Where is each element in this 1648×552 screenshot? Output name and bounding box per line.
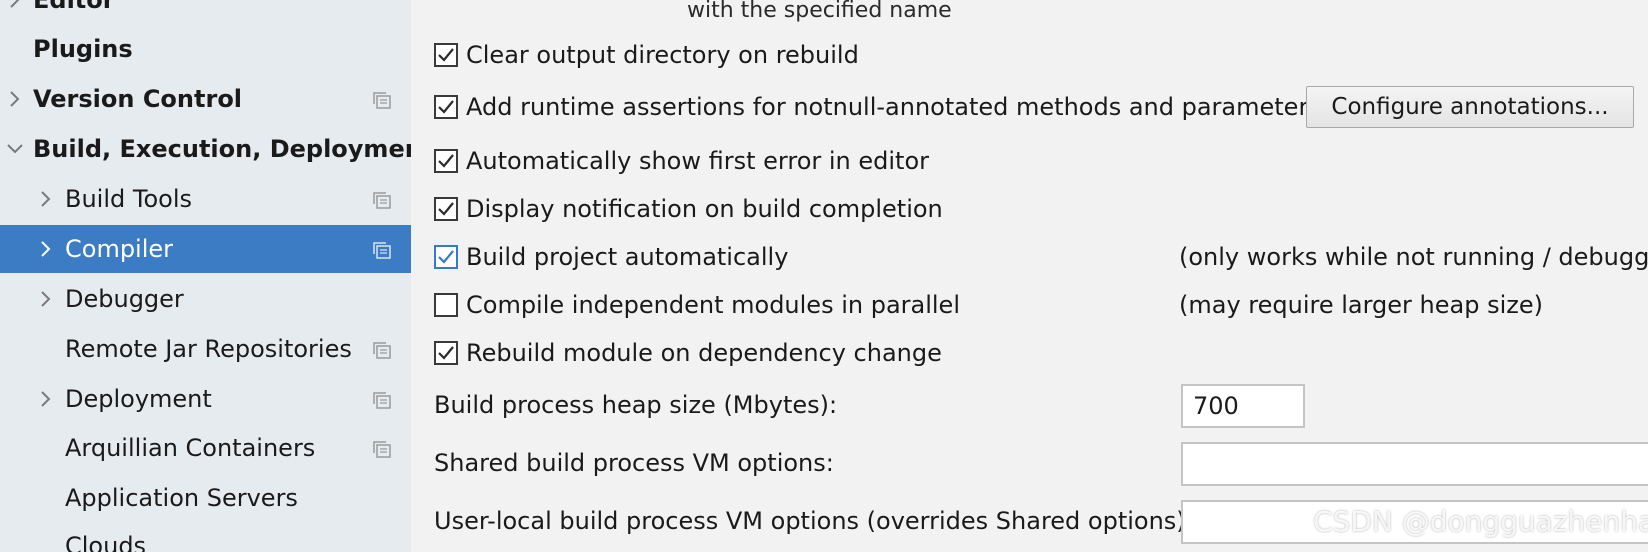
sidebar-item-plugins[interactable]: Plugins [0,25,411,73]
option-build-automatically[interactable]: Build project automatically [434,237,788,277]
sidebar-item-label: Compiler [65,235,174,263]
checkmark-icon [438,100,454,114]
chevron-down-icon[interactable] [6,138,24,160]
sidebar-item-label: Plugins [33,35,133,63]
chevron-right-icon[interactable] [37,238,55,260]
checkbox[interactable] [434,245,458,269]
sidebar-item-label: Build Tools [65,185,192,213]
sidebar-item-label: Arquillian Containers [65,434,316,462]
chevron-right-icon[interactable] [37,288,55,310]
checkbox[interactable] [434,43,458,67]
shared-vm-options-input[interactable] [1181,442,1648,486]
sidebar-item-application-servers[interactable]: Application Servers [0,474,411,522]
build-automatically-note: (only works while not running / debuggin… [1179,243,1648,271]
project-settings-icon [372,239,392,259]
sidebar-item-arquillian-containers[interactable]: Arquillian Containers [0,424,411,472]
checkmark-icon [438,48,454,62]
sidebar-item-editor[interactable]: Editor [0,0,411,24]
settings-sidebar: Editor Plugins Version Control Build, Ex… [0,0,411,552]
option-rebuild-on-dependency-change[interactable]: Rebuild module on dependency change [434,333,942,373]
option-label: Automatically show first error in editor [466,147,930,175]
sidebar-item-label: Clouds [65,532,147,552]
sidebar-item-build-execution-deployment[interactable]: Build, Execution, Deployment [0,125,411,173]
sidebar-item-label: Build, Execution, Deployment [33,135,411,163]
chevron-right-icon[interactable] [37,388,55,410]
compile-parallel-note: (may require larger heap size) [1179,291,1543,319]
project-settings-icon [372,89,392,109]
checkmark-icon [438,154,454,168]
chevron-right-icon[interactable] [6,0,24,11]
sidebar-item-label: Application Servers [65,484,298,512]
checkbox[interactable] [434,197,458,221]
project-settings-icon [372,339,392,359]
checkmark-icon [438,250,454,264]
option-label: Display notification on build completion [466,195,943,223]
option-label: Compile independent modules in parallel [466,291,960,319]
sidebar-item-build-tools[interactable]: Build Tools [0,175,411,223]
sidebar-item-remote-jar-repositories[interactable]: Remote Jar Repositories [0,325,411,373]
sidebar-item-version-control[interactable]: Version Control [0,75,411,123]
checkbox[interactable] [434,149,458,173]
chevron-right-icon[interactable] [6,88,24,110]
option-clear-output-directory[interactable]: Clear output directory on rebuild [434,35,859,75]
user-vm-options-input[interactable] [1181,500,1648,544]
option-label: Rebuild module on dependency change [466,339,942,367]
sidebar-item-label: Debugger [65,285,184,313]
heap-size-input[interactable] [1181,384,1305,428]
project-settings-icon [372,389,392,409]
option-label: Clear output directory on rebuild [466,41,859,69]
sidebar-item-label: Editor [33,0,115,14]
project-settings-icon [372,189,392,209]
sidebar-item-deployment[interactable]: Deployment [0,375,411,423]
project-settings-icon [372,438,392,458]
option-show-first-error[interactable]: Automatically show first error in editor [434,141,929,181]
checkmark-icon [438,346,454,360]
sidebar-item-label: Deployment [65,385,212,413]
sidebar-item-compiler[interactable]: Compiler [0,225,411,273]
configure-annotations-button[interactable]: Configure annotations... [1306,86,1634,128]
top-text: with the specified name [687,0,952,23]
option-compile-parallel[interactable]: Compile independent modules in parallel [434,285,960,325]
sidebar-item-label: Remote Jar Repositories [65,335,352,363]
option-label: Add runtime assertions for notnull-annot… [466,93,1321,121]
option-label: Build project automatically [466,243,789,271]
shared-vm-options-label: Shared build process VM options: [434,449,834,477]
sidebar-item-clouds[interactable]: Clouds [0,522,411,552]
sidebar-item-debugger[interactable]: Debugger [0,275,411,323]
chevron-right-icon[interactable] [37,188,55,210]
sidebar-item-label: Version Control [33,85,243,113]
watermark: CSDN @dongguazhenha [1313,505,1648,538]
user-vm-options-label: User-local build process VM options (ove… [434,507,1194,535]
checkbox[interactable] [434,95,458,119]
checkbox[interactable] [434,293,458,317]
checkmark-icon [438,202,454,216]
checkbox[interactable] [434,341,458,365]
heap-size-label: Build process heap size (Mbytes): [434,391,838,419]
option-runtime-assertions[interactable]: Add runtime assertions for notnull-annot… [434,87,1321,127]
option-build-notification[interactable]: Display notification on build completion [434,189,943,229]
